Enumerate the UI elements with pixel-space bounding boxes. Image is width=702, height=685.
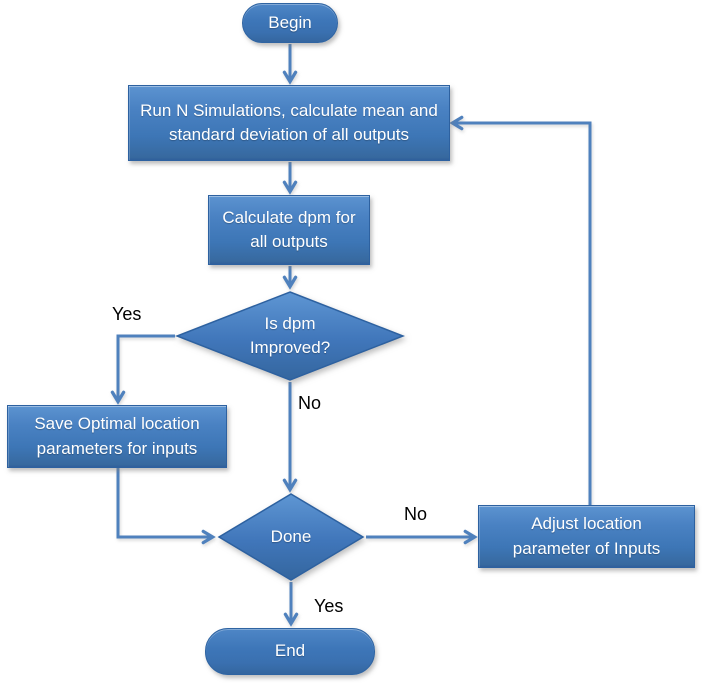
diamond-shape [175,291,405,381]
node-adjust-location-label: Adjust location parameter of Inputs [512,514,661,558]
edge-improved-save-yes [118,334,175,401]
node-is-dpm-improved-label: Is dpm Improved? [249,313,331,357]
edge-label-improved-no: No [298,393,322,413]
edge-label-improved-yes: Yes [112,304,142,324]
node-is-dpm-improved[interactable]: Is dpm Improved? [175,291,405,381]
node-calculate-dpm[interactable]: Calculate dpm for all outputs [208,195,370,265]
diamond-shape [217,493,365,581]
node-end-label: End [274,641,306,661]
node-done[interactable]: Done [217,493,365,581]
edge-adjust-run-loop [453,123,592,505]
node-run-simulations[interactable]: Run N Simulations, calculate mean and st… [128,85,450,161]
node-done-label: Done [270,526,312,546]
node-calculate-dpm-label: Calculate dpm for all outputs [222,207,356,251]
node-save-optimal[interactable]: Save Optimal location parameters for inp… [7,405,227,468]
edge-label-done-yes: Yes [314,596,344,616]
node-begin[interactable]: Begin [242,3,338,43]
edge-save-done [116,468,212,537]
node-begin-label: Begin [268,12,312,32]
node-end[interactable]: End [205,628,375,675]
node-save-optimal-label: Save Optimal location parameters for inp… [34,414,200,458]
node-adjust-location[interactable]: Adjust location parameter of Inputs [478,505,695,568]
node-run-simulations-label: Run N Simulations, calculate mean and st… [140,100,438,144]
edge-label-done-no: No [404,504,428,524]
